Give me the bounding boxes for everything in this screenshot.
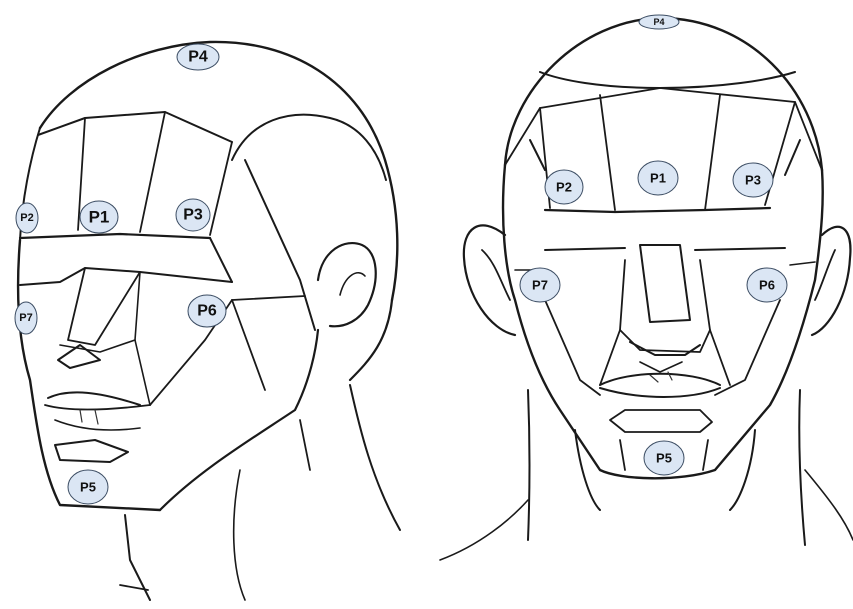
three-quarter-markers: P4 P2 P1 P3 P7 P6 P5 [15,44,226,504]
marker-p6-three-quarter: P6 [188,295,226,327]
marker-label: P6 [197,303,217,320]
marker-p2-three-quarter: P2 [16,203,38,233]
marker-label: P1 [650,171,666,186]
marker-label: P3 [183,207,203,224]
marker-p1-three-quarter: P1 [80,201,118,233]
marker-label: P6 [759,278,775,293]
marker-label: P4 [653,17,664,27]
marker-label: P5 [80,480,96,495]
marker-label: P3 [745,173,761,188]
marker-label: P5 [656,451,672,466]
marker-label: P4 [188,49,208,66]
marker-p7-three-quarter: P7 [15,302,37,334]
marker-p6-front: P6 [747,268,787,302]
marker-p4-front: P4 [639,15,679,29]
marker-label: P7 [19,312,32,324]
marker-p2-front: P2 [545,170,583,204]
marker-p1-front: P1 [638,161,678,195]
marker-p3-three-quarter: P3 [176,199,210,231]
marker-p7-front: P7 [520,268,560,302]
marker-label: P2 [20,212,33,224]
marker-p5-front: P5 [644,441,684,475]
marker-label: P2 [556,180,572,195]
marker-p3-front: P3 [733,163,773,197]
marker-label: P1 [89,208,110,227]
marker-p4-three-quarter: P4 [177,44,219,70]
front-head-sketch [440,18,853,560]
marker-p5-three-quarter: P5 [68,470,108,504]
marker-label: P7 [532,278,548,293]
